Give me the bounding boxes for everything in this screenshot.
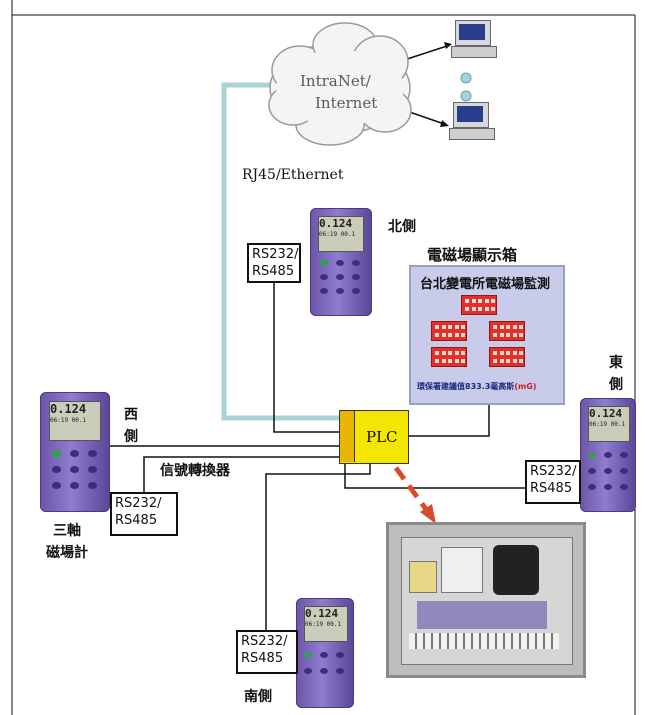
dot-2 bbox=[461, 91, 471, 101]
led-panel-2 bbox=[431, 321, 467, 341]
plc-box: PLC bbox=[339, 410, 409, 464]
plc-label: PLC bbox=[366, 428, 398, 446]
north-converter-line1: RS232/ bbox=[252, 246, 299, 263]
control-cabinet-photo bbox=[386, 522, 586, 678]
north-converter-box: RS232/ RS485 bbox=[247, 243, 301, 283]
west-converter-line1: RS232/ bbox=[115, 495, 176, 512]
led-panel-4 bbox=[431, 347, 467, 367]
computer-bottom-icon bbox=[449, 102, 495, 140]
display-footer: 環保署建議值833.3毫高斯(mG) bbox=[417, 381, 537, 392]
led-panel-3 bbox=[489, 321, 525, 341]
north-label: 北側 bbox=[388, 216, 416, 236]
computer-top-icon bbox=[451, 20, 497, 58]
dot-1 bbox=[461, 73, 471, 83]
east-converter-line2: RS485 bbox=[530, 480, 579, 497]
north-meter: 0.124 06:19 00.1 bbox=[310, 208, 372, 316]
west-converter-box: RS232/ RS485 bbox=[110, 492, 178, 536]
east-label: 東 側 bbox=[609, 352, 623, 396]
east-converter-box: RS232/ RS485 bbox=[525, 460, 581, 504]
cloud-label-line1: IntraNet/ bbox=[300, 70, 377, 92]
display-footer-text: 環保署建議值833.3毫高斯 bbox=[417, 382, 514, 391]
west-label: 西 側 bbox=[124, 404, 138, 448]
display-wire bbox=[408, 405, 489, 436]
led-panel-5 bbox=[489, 347, 525, 367]
west-meter: 0.124 06:19 00.1 bbox=[40, 392, 110, 512]
display-title: 台北變電所電磁場監測 bbox=[420, 273, 550, 292]
signal-converter-label: 信號轉換器 bbox=[160, 460, 230, 480]
south-meter: 0.124 06:19 00.1 bbox=[296, 598, 354, 708]
south-label: 南側 bbox=[244, 686, 272, 706]
east-converter-line1: RS232/ bbox=[530, 463, 579, 480]
north-converter-line2: RS485 bbox=[252, 263, 299, 280]
cloud-label: IntraNet/ Internet bbox=[300, 70, 377, 114]
east-wire bbox=[345, 461, 525, 488]
east-meter: 0.124 06:19 00.1 bbox=[580, 398, 636, 512]
cloud-label-line2: Internet bbox=[300, 92, 377, 114]
west-converter-line2: RS485 bbox=[115, 512, 176, 529]
ethernet-label: RJ45/Ethernet bbox=[242, 167, 343, 183]
south-converter-line1: RS232/ bbox=[241, 633, 296, 650]
display-board: 台北變電所電磁場監測 環保署建議值833.3毫高斯(mG) bbox=[409, 265, 565, 405]
display-footer-unit: (mG) bbox=[514, 382, 536, 391]
led-panel-1 bbox=[461, 295, 497, 315]
south-converter-box: RS232/ RS485 bbox=[236, 630, 298, 674]
south-converter-line2: RS485 bbox=[241, 650, 296, 667]
display-caption: 電磁場顯示箱 bbox=[427, 244, 517, 265]
meter-device-name: 三軸 磁場計 bbox=[46, 520, 88, 564]
